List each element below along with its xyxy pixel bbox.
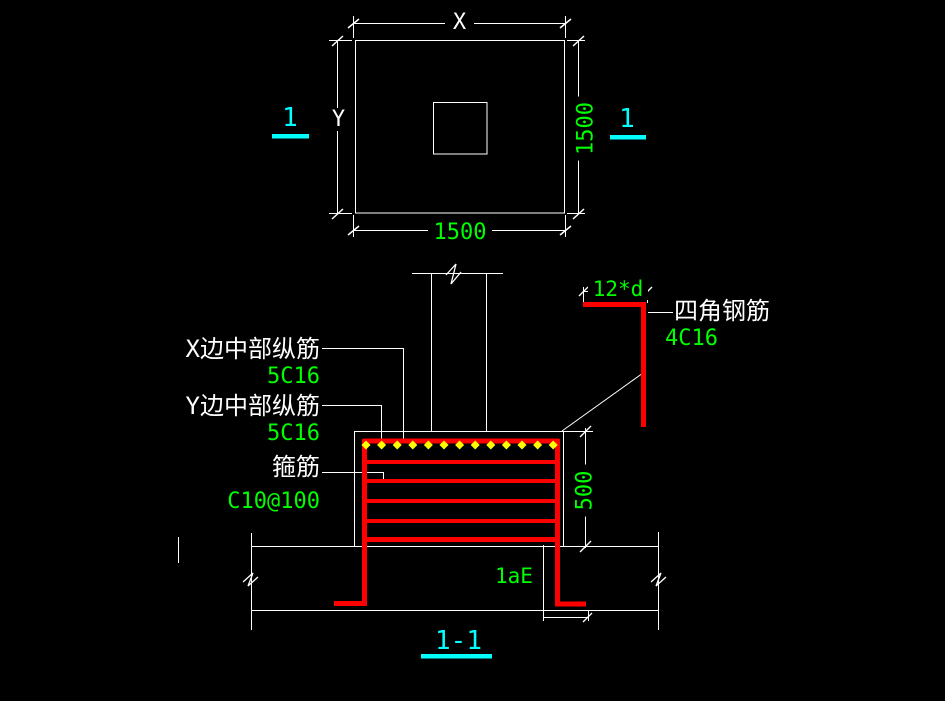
y-mid-bars-label: Y边中部纵筋: [185, 392, 320, 420]
hook-length-dim-value: 12*d: [588, 278, 648, 300]
anchorage-value: 1aE: [495, 564, 533, 588]
slab-left-break-zigzag: [242, 572, 259, 587]
section-title-underline: [421, 654, 492, 659]
slab-right-break-zigzag: [650, 572, 667, 587]
x-mid-bars-value: 5C16: [267, 364, 320, 389]
plan-dim-top-label: X: [445, 11, 474, 34]
plan-dim-bottom-value: 1500: [428, 221, 492, 244]
column-break-zigzag: [445, 263, 462, 285]
plan-dim-left-label: Y: [324, 108, 353, 131]
section-marker-right: 1: [619, 104, 635, 134]
plan-dim-ticks: [331, 18, 585, 236]
corner-bar-diagonal-leader: [561, 372, 644, 432]
corner-bars-label: 四角钢筋: [674, 297, 770, 325]
section-view-lines: [178, 273, 673, 630]
stirrup-value: C10@100: [227, 489, 320, 514]
marker-left-underline: [272, 134, 309, 139]
plan-footing-outline: [355, 40, 565, 214]
corner-bar-detail: [583, 302, 646, 427]
plan-view-lines: [329, 16, 585, 237]
section-marker-underlines: [272, 134, 646, 659]
x-mid-bars-label: X边中部纵筋: [185, 335, 320, 363]
section-title: 1-1: [435, 626, 482, 656]
section-ticks-and-breaks: [242, 263, 667, 623]
plan-dim-right-value: 1500: [573, 96, 598, 161]
footing-depth-dim-value: 500: [572, 464, 597, 517]
stirrup-label: 箍筋: [272, 453, 320, 481]
section-marker-left: 1: [282, 103, 298, 133]
corner-bars-value: 4C16: [665, 326, 718, 351]
y-mid-bars-value: 5C16: [267, 421, 320, 446]
rebar-cage: [334, 438, 586, 607]
marker-right-underline: [610, 135, 646, 140]
plan-column-outline: [433, 102, 488, 155]
